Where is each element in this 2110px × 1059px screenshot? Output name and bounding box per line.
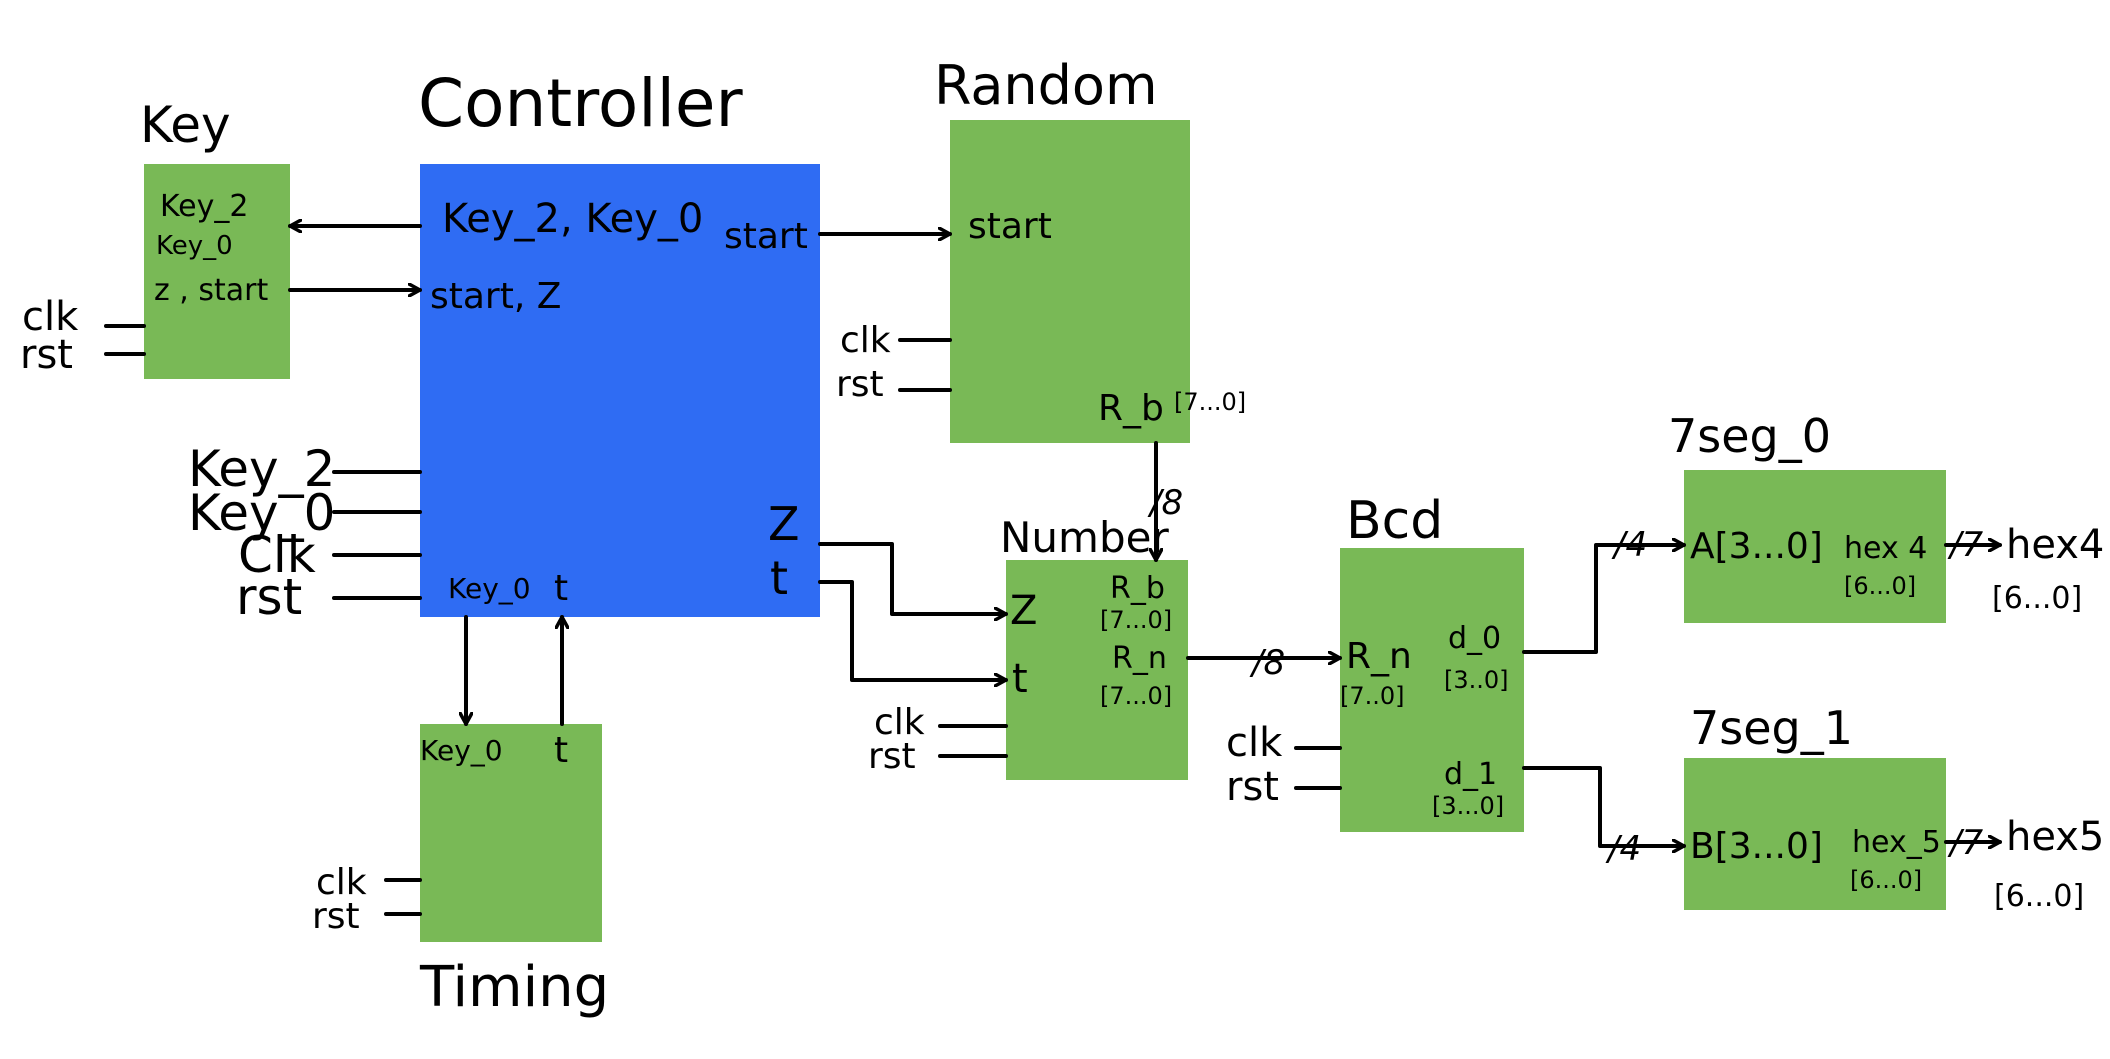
controller-z-to-number-wire xyxy=(818,542,1008,614)
seg0-module xyxy=(1684,470,1946,623)
controller-module xyxy=(420,164,820,617)
random-port-rb: R_b xyxy=(1098,388,1164,429)
key-port-key0: Key_0 xyxy=(156,231,233,261)
seg1-port-hex-range: [6...0] xyxy=(1850,866,1922,894)
rb-bus-width: /8 xyxy=(1147,483,1183,523)
random-port-start: start xyxy=(968,206,1052,247)
d0-bus-width: /4 xyxy=(1611,525,1647,565)
controller-title: Controller xyxy=(418,65,744,142)
seg1-port-hex: hex_5 xyxy=(1852,825,1941,860)
number-port-rst: rst xyxy=(868,736,916,777)
key-port-zstart: z , start xyxy=(154,273,268,308)
seg0-port-hex-range: [6...0] xyxy=(1844,572,1916,600)
number-port-rn: R_n xyxy=(1112,641,1167,676)
seg0-output-range: [6...0] xyxy=(1992,581,2082,616)
bcd-port-d1: d_1 xyxy=(1444,757,1497,792)
random-port-rst: rst xyxy=(836,364,884,405)
seg1-out-bus-width: /7 xyxy=(1947,823,1983,863)
bcd-port-rn-range: [7..0] xyxy=(1340,682,1405,710)
number-port-rb-range: [7...0] xyxy=(1100,606,1172,634)
key-port-key2: Key_2 xyxy=(160,189,248,224)
timing-port-rst: rst xyxy=(312,896,360,937)
number-title: Number xyxy=(1000,513,1169,562)
bcd-port-rst: rst xyxy=(1226,764,1279,810)
random-port-clk: clk xyxy=(840,320,891,361)
bcd-title: Bcd xyxy=(1346,491,1443,551)
controller-input-key2: Key_2 xyxy=(188,440,335,498)
d1-bus-width: /4 xyxy=(1605,829,1641,869)
timing-title: Timing xyxy=(419,955,609,1020)
controller-input-key0: Key_0 xyxy=(188,484,335,542)
seg1-port-b: B[3...0] xyxy=(1690,826,1823,867)
d0-to-seg0-wire xyxy=(1522,545,1686,654)
timing-module xyxy=(420,724,602,942)
controller-input-clk: Clk xyxy=(238,526,316,584)
number-port-t: t xyxy=(1012,656,1028,702)
rn-bus-width: /8 xyxy=(1249,643,1285,683)
controller-port-keys: Key_2, Key_0 xyxy=(442,196,703,242)
seg1-output-range: [6...0] xyxy=(1994,879,2084,914)
bcd-port-clk: clk xyxy=(1226,720,1283,766)
seg0-port-a: A[3...0] xyxy=(1690,526,1823,567)
number-port-rn-range: [7...0] xyxy=(1100,682,1172,710)
controller-port-start: start xyxy=(724,216,808,257)
bcd-port-d0: d_0 xyxy=(1448,621,1501,656)
random-module xyxy=(950,120,1190,443)
seg1-module xyxy=(1684,758,1946,910)
seg1-output-label: hex5 xyxy=(2006,814,2104,860)
key-title: Key xyxy=(140,96,231,154)
key-port-clk: clk xyxy=(22,294,79,340)
bcd-port-d0-range: [3..0] xyxy=(1444,666,1509,694)
key-module xyxy=(144,164,290,379)
timing-port-clk: clk xyxy=(316,862,367,903)
controller-port-t-in: t xyxy=(554,568,568,609)
number-port-rb: R_b xyxy=(1110,571,1165,606)
random-title: Random xyxy=(934,54,1158,117)
controller-port-z: Z xyxy=(768,497,800,551)
controller-port-key0-out: Key_0 xyxy=(448,572,531,605)
seg0-title: 7seg_0 xyxy=(1668,409,1831,463)
number-port-clk: clk xyxy=(874,702,925,743)
d1-to-seg1-wire xyxy=(1522,766,1686,846)
controller-input-rst: rst xyxy=(236,568,302,626)
bcd-module xyxy=(1340,548,1524,832)
key-port-rst: rst xyxy=(20,332,73,378)
timing-port-t: t xyxy=(554,730,568,771)
number-port-z: Z xyxy=(1010,588,1037,634)
seg1-title: 7seg_1 xyxy=(1690,701,1853,755)
controller-port-t: t xyxy=(770,551,788,605)
seg0-out-bus-width: /7 xyxy=(1947,525,1983,565)
controller-port-start-z: start, Z xyxy=(430,276,561,317)
seg0-port-hex: hex 4 xyxy=(1844,531,1927,566)
bcd-port-d1-range: [3...0] xyxy=(1432,792,1504,820)
seg0-output-label: hex4 xyxy=(2006,522,2104,568)
bcd-port-rn: R_n xyxy=(1346,636,1412,677)
random-port-rb-range: [7...0] xyxy=(1174,388,1246,416)
timing-port-key0: Key_0 xyxy=(420,734,503,767)
controller-t-to-number-wire xyxy=(818,580,1008,680)
number-module xyxy=(1006,560,1188,780)
